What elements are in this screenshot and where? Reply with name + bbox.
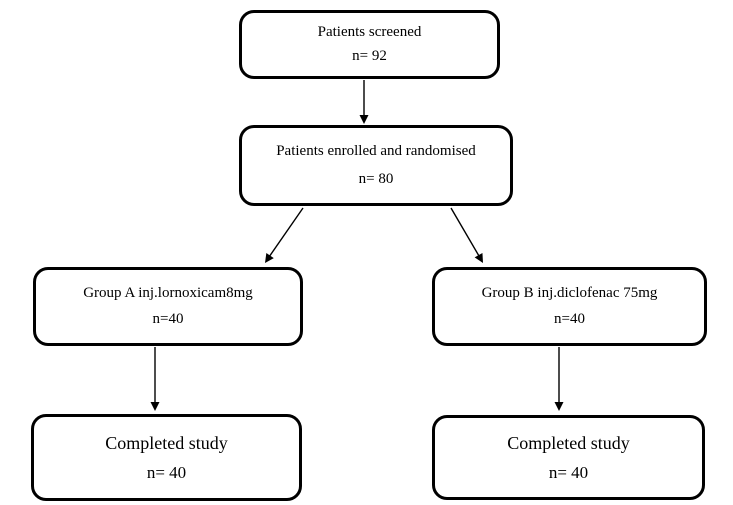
node-group-b: Group B inj.diclofenac 75mg n=40 [432,267,707,346]
arrow-enrolled-to-group-a [265,207,304,263]
node-label: Patients enrolled and randomised [276,143,476,160]
node-count: n=40 [554,311,585,328]
node-count: n= 80 [358,170,394,187]
node-completed-study-a: Completed study n= 40 [31,414,302,501]
node-count: n=40 [152,311,184,328]
node-count: n= 40 [548,463,589,482]
node-group-a: Group A inj.lornoxicam8mg n=40 [33,267,303,346]
arrow-group-a-to-completed-a [150,347,160,411]
node-label: Group B inj.diclofenac 75mg [481,284,658,301]
node-patients-screened: Patients screened n= 92 [239,10,500,79]
node-count: n= 40 [146,463,187,483]
node-count: n= 92 [352,47,387,64]
node-completed-study-b: Completed study n= 40 [432,415,705,500]
node-patients-enrolled: Patients enrolled and randomised n= 80 [239,125,513,206]
node-label: Group A inj.lornoxicam8mg [83,284,253,301]
node-label: Patients screened [317,24,422,41]
node-label: Completed study [105,432,228,453]
arrow-screened-to-enrolled [359,80,369,124]
node-label: Completed study [507,433,630,453]
arrow-group-b-to-completed-b [554,347,564,411]
arrow-enrolled-to-group-b [450,207,483,263]
